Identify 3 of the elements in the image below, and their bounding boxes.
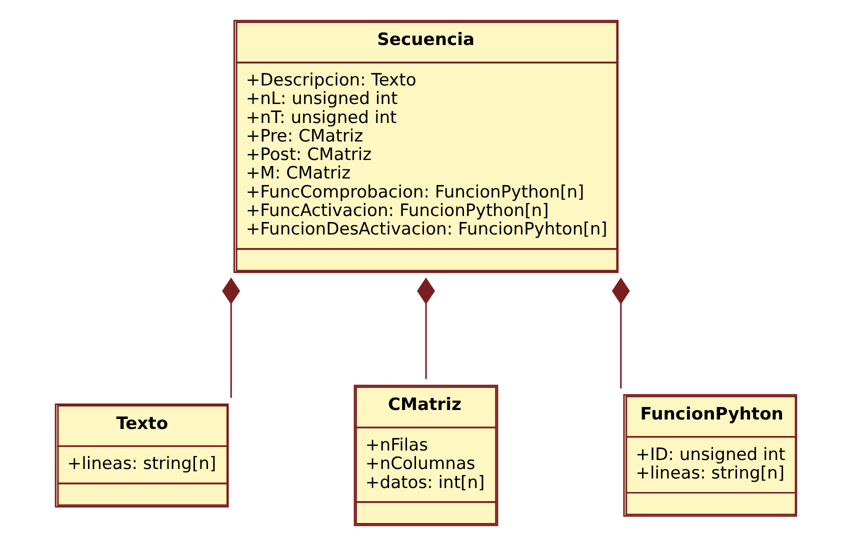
connector xyxy=(416,277,434,380)
connector xyxy=(222,277,240,398)
connector xyxy=(611,277,630,388)
